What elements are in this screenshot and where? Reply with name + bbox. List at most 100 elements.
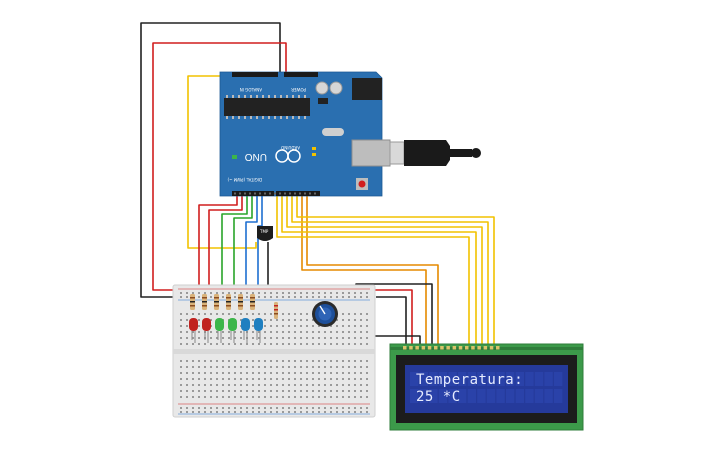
breadboard-hole xyxy=(294,378,296,380)
wire-orange-2[interactable] xyxy=(306,196,439,348)
breadboard-hole xyxy=(198,396,200,398)
wire-black-gnd[interactable] xyxy=(140,22,281,298)
breadboard-hole xyxy=(186,411,188,413)
usb-port[interactable] xyxy=(351,139,391,167)
breadboard-hole xyxy=(348,292,350,294)
wire-red-lcd-vcc[interactable] xyxy=(370,289,413,348)
led[interactable] xyxy=(228,318,237,343)
analog-header xyxy=(232,72,278,77)
breadboard-hole xyxy=(342,337,344,339)
wire-yellow-d5[interactable] xyxy=(281,196,477,348)
led[interactable] xyxy=(202,318,211,343)
breadboard-hole xyxy=(186,313,188,315)
led[interactable] xyxy=(189,318,198,343)
potentiometer[interactable] xyxy=(312,301,338,327)
breadboard-hole xyxy=(336,319,338,321)
breadboard-hole xyxy=(360,372,362,374)
breadboard-hole xyxy=(222,296,224,298)
breadboard-hole xyxy=(216,407,218,409)
breadboard-hole xyxy=(342,372,344,374)
breadboard-hole xyxy=(240,319,242,321)
breadboard-hole xyxy=(258,337,260,339)
breadboard-hole xyxy=(312,372,314,374)
wire-orange-1[interactable] xyxy=(301,196,427,348)
breadboard-hole xyxy=(186,296,188,298)
breadboard-hole xyxy=(312,378,314,380)
wire-red-led1[interactable] xyxy=(198,196,238,300)
breadboard-hole xyxy=(240,366,242,368)
wire-blue-led5[interactable] xyxy=(245,196,258,300)
breadboard-hole xyxy=(342,331,344,333)
wire-red-5v[interactable] xyxy=(152,42,287,291)
breadboard-hole xyxy=(258,343,260,345)
breadboard-hole xyxy=(210,366,212,368)
breadboard-hole xyxy=(204,366,206,368)
breadboard-hole xyxy=(210,411,212,413)
breadboard-hole xyxy=(342,360,344,362)
breadboard-hole xyxy=(312,390,314,392)
breadboard-hole xyxy=(252,319,254,321)
wire-black-lcd-rw[interactable] xyxy=(376,296,407,348)
digital-label: DIGITAL (PWM ~) xyxy=(227,177,262,182)
breadboard-hole xyxy=(366,407,368,409)
breadboard-hole xyxy=(348,390,350,392)
led[interactable] xyxy=(241,318,250,343)
power-jack[interactable] xyxy=(352,78,382,100)
led[interactable] xyxy=(254,318,263,343)
breadboard-hole xyxy=(282,390,284,392)
breadboard-hole xyxy=(312,331,314,333)
wire-yellow-d7[interactable] xyxy=(291,196,489,348)
wire-green-led3[interactable] xyxy=(221,196,248,300)
wire-yellow-d4[interactable] xyxy=(276,196,470,348)
capacitor-1 xyxy=(315,81,329,95)
wire-yellow-sensor[interactable] xyxy=(187,75,257,249)
breadboard-hole xyxy=(246,390,248,392)
wire-yellow-rs[interactable] xyxy=(296,196,495,348)
wire-green-led4[interactable] xyxy=(233,196,253,300)
breadboard-hole xyxy=(210,378,212,380)
breadboard-hole xyxy=(318,360,320,362)
breadboard-hole xyxy=(192,378,194,380)
power-label: POWER xyxy=(291,87,306,92)
breadboard-hole xyxy=(282,331,284,333)
arduino-uno-board[interactable]: ANALOG IN POWER UNO ARDUINO DIGITAL (PWM xyxy=(219,71,391,197)
breadboard-hole xyxy=(228,372,230,374)
breadboard-hole xyxy=(336,384,338,386)
breadboard-hole xyxy=(180,325,182,327)
breadboard-hole xyxy=(222,343,224,345)
breadboard-hole xyxy=(186,384,188,386)
breadboard-hole xyxy=(330,337,332,339)
breadboard-hole xyxy=(354,313,356,315)
led[interactable] xyxy=(215,318,224,343)
breadboard-hole xyxy=(288,411,290,413)
breadboard-hole xyxy=(354,296,356,298)
breadboard-hole xyxy=(306,407,308,409)
breadboard-hole xyxy=(318,396,320,398)
breadboard-hole xyxy=(186,396,188,398)
breadboard-hole xyxy=(198,325,200,327)
breadboard-hole xyxy=(300,331,302,333)
breadboard-hole xyxy=(264,366,266,368)
breadboard-hole xyxy=(324,337,326,339)
breadboard-hole xyxy=(330,292,332,294)
breadboard-hole xyxy=(366,360,368,362)
breadboard-hole xyxy=(240,407,242,409)
sensor-label: TMP xyxy=(259,229,269,234)
breadboard-hole xyxy=(330,360,332,362)
breadboard-hole xyxy=(360,411,362,413)
wire-red-led2[interactable] xyxy=(208,196,243,300)
breadboard-hole xyxy=(366,390,368,392)
temperature-sensor[interactable]: TMP xyxy=(257,226,273,241)
breadboard-hole xyxy=(354,378,356,380)
breadboard-hole xyxy=(270,366,272,368)
breadboard-hole xyxy=(210,407,212,409)
pot-resistor xyxy=(274,302,278,319)
breadboard-hole xyxy=(198,378,200,380)
breadboard-hole xyxy=(192,366,194,368)
breadboard-hole xyxy=(198,337,200,339)
wire-blue-led6[interactable] xyxy=(257,196,263,300)
breadboard-hole xyxy=(258,372,260,374)
lcd-module[interactable]: Temperatura: 25 *C xyxy=(389,343,584,431)
breadboard-hole xyxy=(270,378,272,380)
wire-yellow-d6[interactable] xyxy=(286,196,483,348)
